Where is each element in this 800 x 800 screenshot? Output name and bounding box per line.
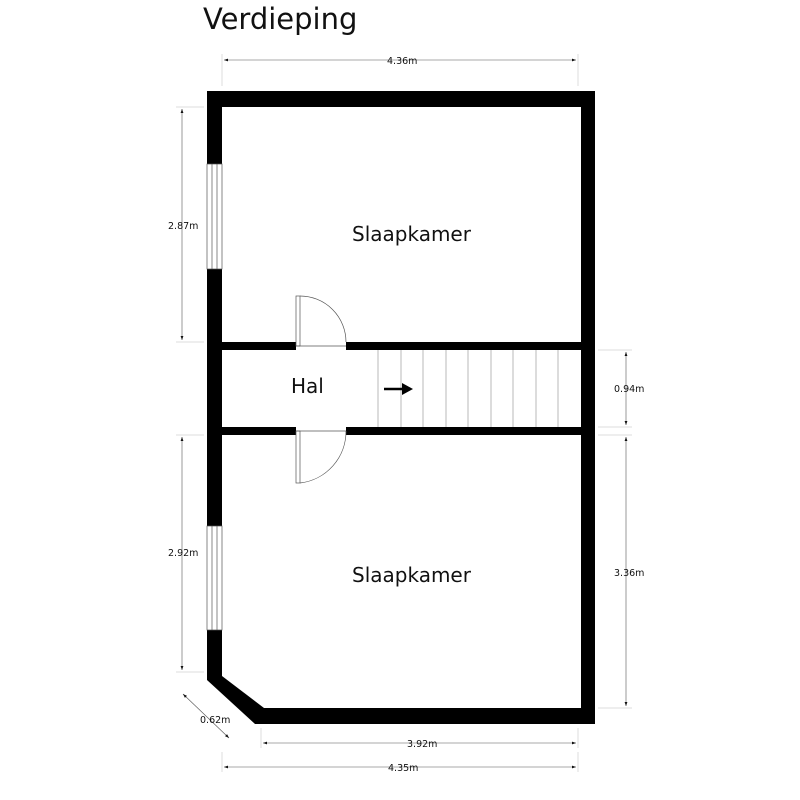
hall-wall-top-left [222, 342, 296, 350]
door-bottom [295, 430, 347, 484]
stair-direction-arrow-icon [384, 383, 413, 395]
window-top [206, 163, 223, 270]
dimension-bottom-inner-width: 3.92m [260, 728, 579, 750]
dimension-bottom-width: 4.35m [221, 752, 579, 774]
dimension-right-bottom-height: 3.36m [598, 434, 644, 709]
left-wall-lower [207, 630, 222, 676]
right-wall [581, 91, 595, 724]
floor-title: Verdieping [203, 2, 357, 36]
dimension-label-top-width: 4.36m [387, 56, 417, 67]
room-label-hall: Hal [291, 374, 324, 398]
window-bottom [206, 525, 223, 631]
dimension-label-bottom-inner-width: 3.92m [407, 739, 437, 750]
dimension-left-bottom-height: 2.92m [168, 434, 204, 673]
inner-walls [222, 342, 581, 435]
hall-wall-bottom-left [222, 427, 296, 435]
outer-walls [207, 91, 595, 724]
dimension-left-top-height: 2.87m [168, 106, 204, 343]
dimension-top-width: 4.36m [221, 54, 579, 86]
dimension-right-hall-height: 0.94m [598, 349, 644, 428]
dimension-label-bottom-width: 4.35m [388, 763, 418, 774]
staircase [377, 350, 559, 427]
dimension-label-corner-diagonal: 0.62m [200, 715, 230, 726]
dimension-label-left-bottom-height: 2.92m [168, 548, 198, 559]
dimension-label-right-hall-height: 0.94m [614, 384, 644, 395]
dimension-corner-diagonal: 0.62m [182, 693, 230, 739]
room-label-bottom-bedroom: Slaapkamer [352, 563, 472, 587]
dimension-label-right-bottom-height: 3.36m [614, 568, 644, 579]
bottom-wall [257, 708, 595, 724]
left-wall-top [207, 91, 222, 164]
door-top [295, 295, 347, 347]
dimension-label-left-top-height: 2.87m [168, 221, 198, 232]
hall-wall-top-right [346, 342, 581, 350]
hall-wall-bottom-right [346, 427, 581, 435]
corner-wall [207, 676, 264, 724]
top-wall [207, 91, 595, 107]
left-wall-middle-upper [207, 269, 222, 526]
room-label-top-bedroom: Slaapkamer [352, 222, 472, 246]
